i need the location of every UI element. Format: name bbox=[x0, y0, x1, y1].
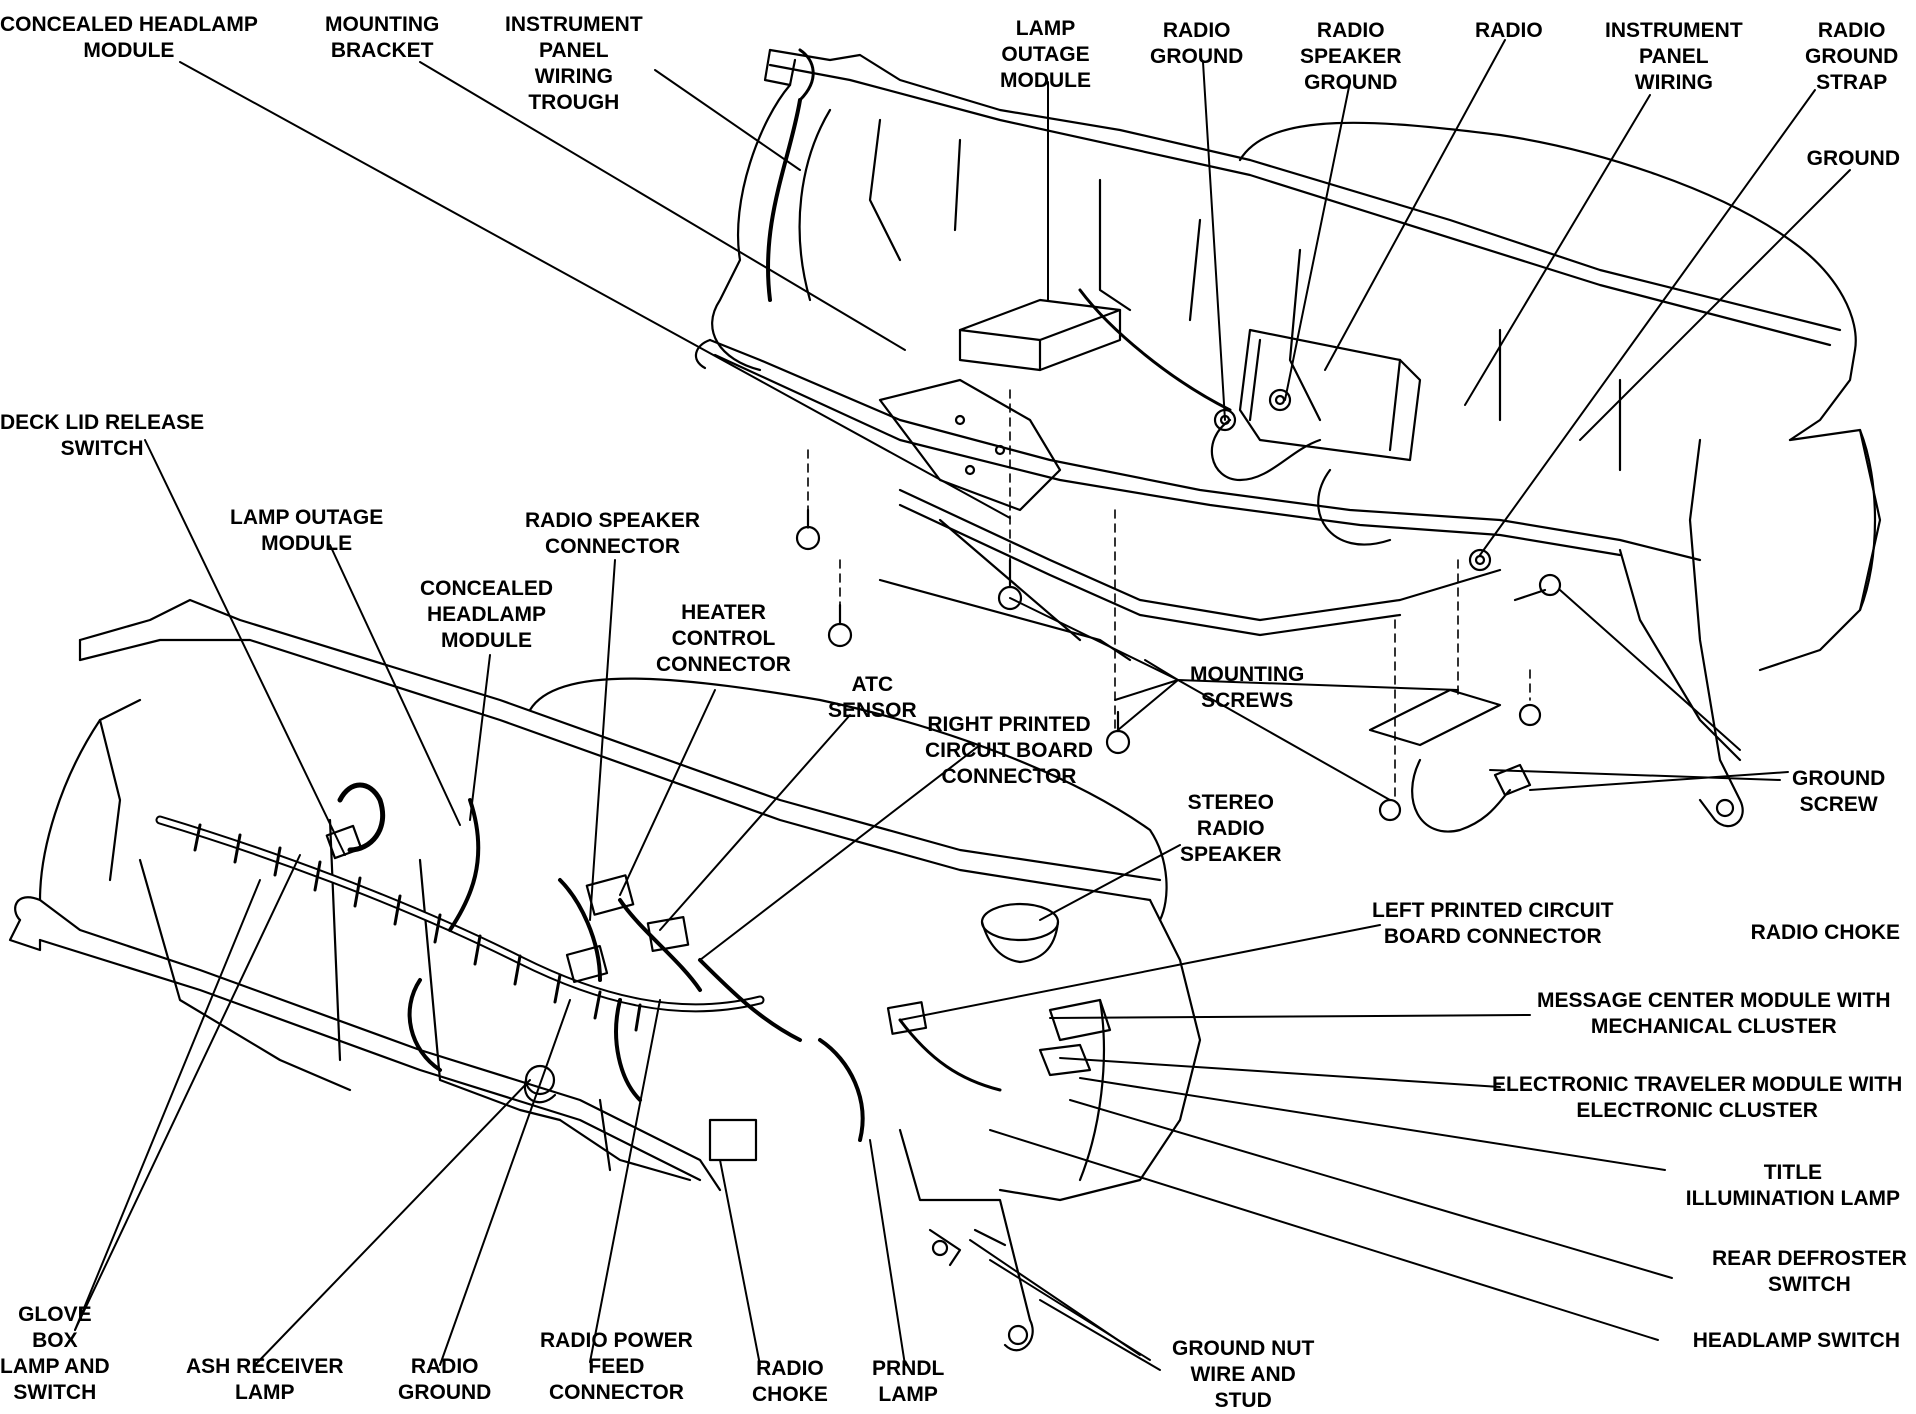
label-top-instrument-panel-wiring: INSTRUMENT PANEL WIRING bbox=[1605, 19, 1743, 94]
upper-instrument-panel-assembly bbox=[694, 48, 1882, 833]
label-top-radio-speaker-ground: RADIO SPEAKER GROUND bbox=[1300, 19, 1402, 94]
label-top-instrument-panel-wiring-trough: INSTRUMENT PANEL WIRING TROUGH bbox=[505, 13, 643, 114]
label-radio-power-feed-connector: RADIO POWER FEED CONNECTOR bbox=[540, 1329, 693, 1404]
label-mounting-screws: MOUNTING SCREWS bbox=[1190, 663, 1305, 712]
leader-lines bbox=[74, 39, 1851, 1371]
label-top-radio: RADIO bbox=[1475, 19, 1543, 42]
label-right-printed-circuit-board-connector: RIGHT PRINTED CIRCUIT BOARD CONNECTOR bbox=[925, 713, 1093, 788]
label-prndl-lamp: PRNDL LAMP bbox=[872, 1357, 945, 1406]
label-bottom-lamp-outage-module: LAMP OUTAGE MODULE bbox=[230, 506, 384, 555]
lower-instrument-panel-assembly bbox=[8, 598, 1202, 1352]
label-electronic-traveler-module: ELECTRONIC TRAVELER MODULE WITH ELECTRON… bbox=[1492, 1073, 1903, 1122]
label-ash-receiver-lamp: ASH RECEIVER LAMP bbox=[186, 1355, 344, 1404]
label-headlamp-switch: HEADLAMP SWITCH bbox=[1692, 1329, 1900, 1352]
label-bottom-radio-choke: RADIO CHOKE bbox=[752, 1357, 828, 1406]
label-heater-control-connector: HEATER CONTROL CONNECTOR bbox=[656, 601, 791, 676]
label-top-ground: GROUND bbox=[1806, 147, 1900, 170]
label-top-concealed-headlamp-module: CONCEALED HEADLAMP MODULE bbox=[0, 13, 258, 62]
label-atc-sensor: ATC SENSOR bbox=[828, 673, 917, 722]
label-glove-box-lamp-and-switch: GLOVE BOX LAMP AND SWITCH bbox=[0, 1303, 110, 1404]
label-top-mounting-bracket: MOUNTING BRACKET bbox=[325, 13, 440, 62]
label-radio-speaker-connector: RADIO SPEAKER CONNECTOR bbox=[525, 509, 701, 558]
label-rear-defroster-switch: REAR DEFROSTER SWITCH bbox=[1712, 1247, 1907, 1296]
label-left-printed-circuit-board-connector: LEFT PRINTED CIRCUIT BOARD CONNECTOR bbox=[1372, 899, 1614, 948]
label-stereo-radio-speaker: STEREO RADIO SPEAKER bbox=[1180, 791, 1282, 866]
label-top-radio-ground: RADIO GROUND bbox=[1150, 19, 1244, 68]
label-bottom-concealed-headlamp-module: CONCEALED HEADLAMP MODULE bbox=[420, 577, 554, 652]
label-message-center-module: MESSAGE CENTER MODULE WITH MECHANICAL CL… bbox=[1537, 989, 1891, 1038]
label-top-radio-ground-strap: RADIO GROUND STRAP bbox=[1805, 19, 1899, 94]
label-radio-choke-right: RADIO CHOKE bbox=[1750, 921, 1900, 944]
mounting-screw-icon bbox=[795, 508, 821, 551]
mounting-screw-icon bbox=[1105, 710, 1131, 755]
label-ground-nut-wire-and-stud: GROUND NUT WIRE AND STUD bbox=[1172, 1337, 1315, 1412]
label-ground-screw: GROUND SCREW bbox=[1792, 767, 1886, 816]
label-top-lamp-outage-module: LAMP OUTAGE MODULE bbox=[1000, 17, 1091, 92]
label-bottom-radio-ground: RADIO GROUND bbox=[398, 1355, 492, 1404]
label-deck-lid-release-switch: DECK LID RELEASE SWITCH bbox=[0, 411, 205, 460]
label-title-illumination-lamp: TITLE ILLUMINATION LAMP bbox=[1685, 1161, 1900, 1210]
mounting-screw-icon bbox=[827, 603, 853, 648]
